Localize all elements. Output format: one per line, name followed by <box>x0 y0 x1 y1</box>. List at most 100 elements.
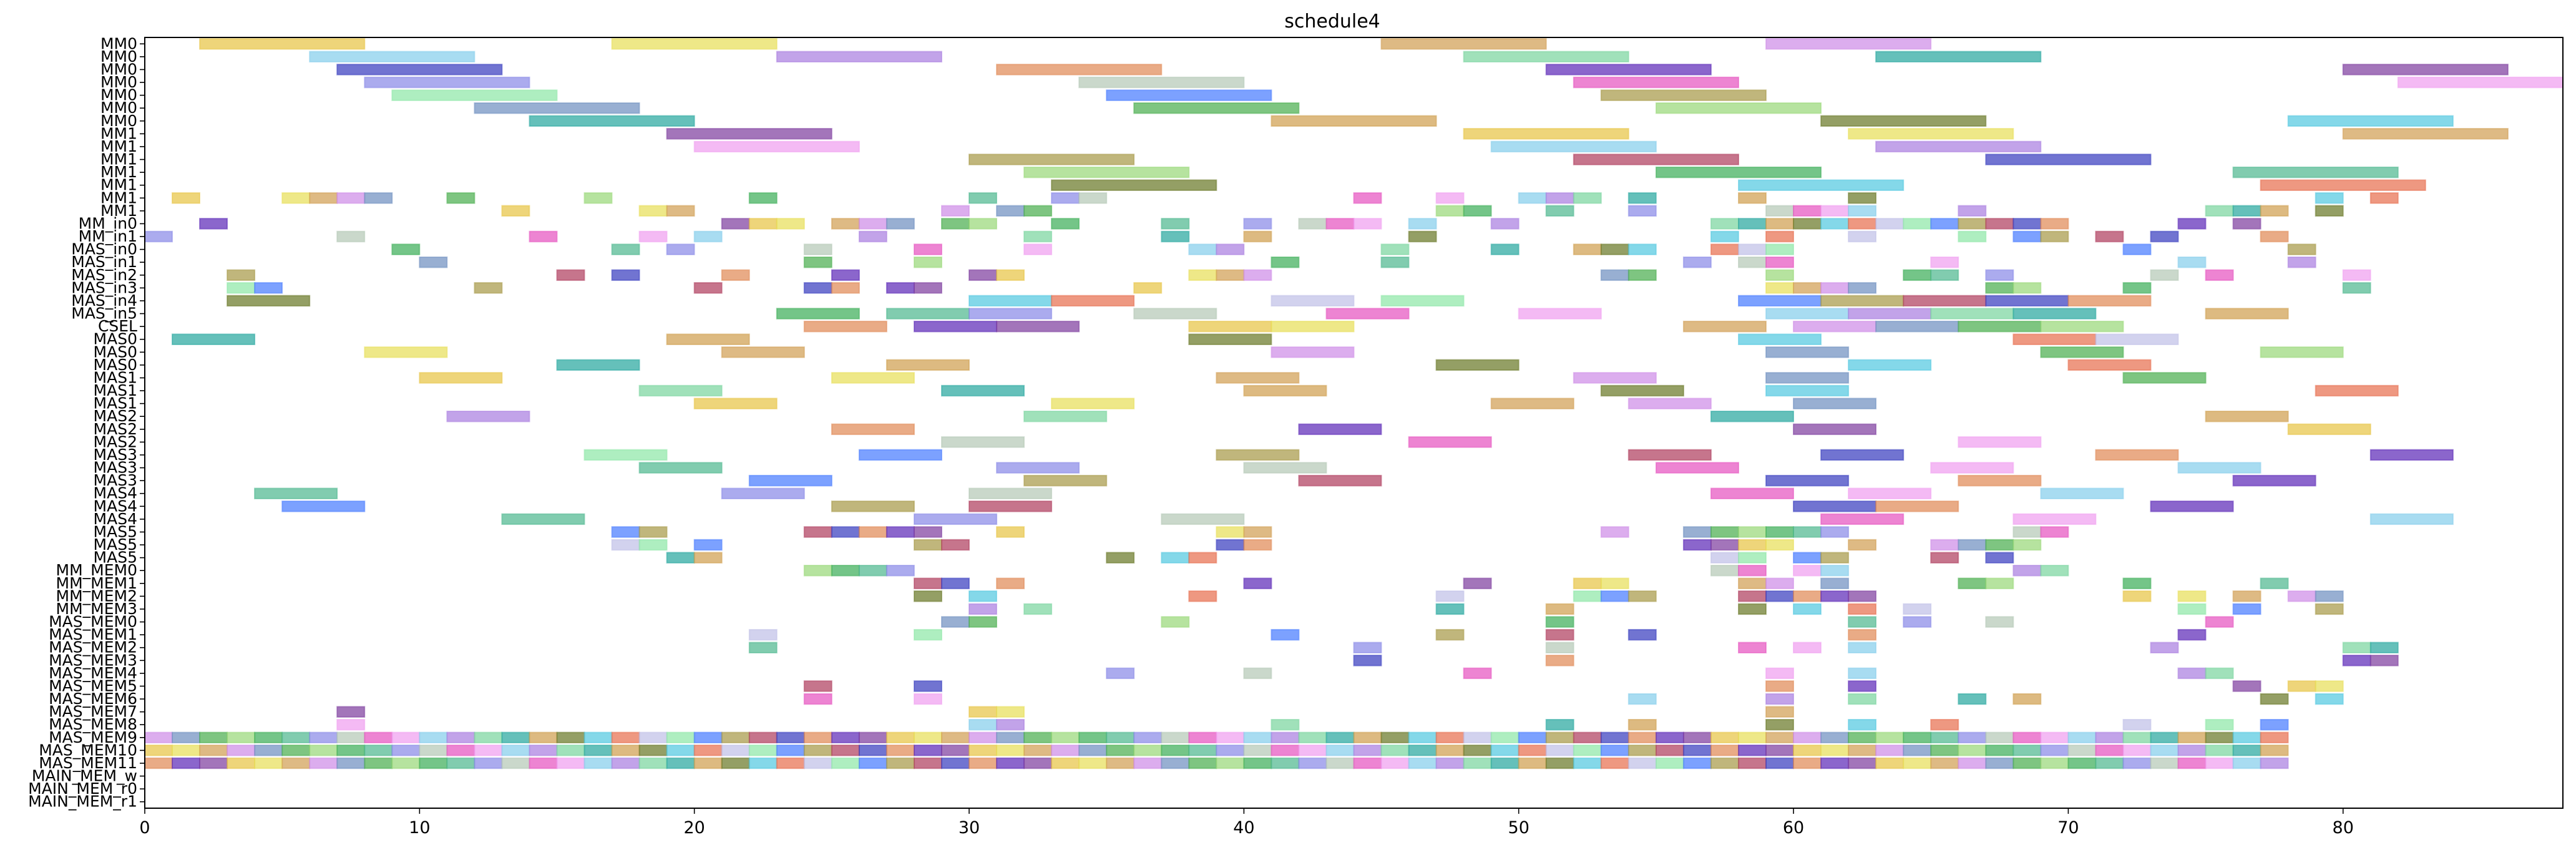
task-bar <box>1765 680 1794 692</box>
y-tick-label: MAS_MEM9 <box>49 728 137 746</box>
task-bar <box>1600 269 1629 281</box>
task-bar <box>1545 64 1712 76</box>
task-bar <box>1216 243 1245 255</box>
task-bar <box>1518 731 1547 744</box>
task-bar <box>474 102 640 114</box>
task-bar <box>2067 731 2097 744</box>
task-bar <box>941 539 970 551</box>
task-bar <box>1573 577 1602 590</box>
task-bar <box>364 346 448 358</box>
task-bar <box>281 501 366 512</box>
task-bar <box>914 731 942 744</box>
task-bar <box>914 577 942 590</box>
task-bar <box>1738 565 1767 577</box>
task-bar <box>1600 243 1629 255</box>
task-bar <box>419 256 448 268</box>
task-bar <box>2095 731 2124 744</box>
task-bar <box>1765 693 1794 705</box>
task-bar <box>1298 218 1327 230</box>
y-tick-label: MAS1 <box>94 394 137 413</box>
y-tick-label: MAIN_MEM_r1 <box>28 793 137 811</box>
x-tick-label: 70 <box>2057 818 2079 838</box>
task-bar <box>2095 449 2179 461</box>
task-bar <box>1298 757 1327 769</box>
y-tick-label: MAS_MEM1 <box>49 625 137 643</box>
task-bar <box>199 745 228 756</box>
task-bar <box>914 256 942 268</box>
task-bar <box>1243 745 1272 756</box>
task-bar <box>1903 603 1932 615</box>
task-bar <box>1243 384 1327 397</box>
task-bar <box>1325 218 1355 230</box>
task-bar <box>638 526 668 538</box>
task-bar <box>748 731 778 744</box>
task-bar <box>1985 269 2014 281</box>
task-bar <box>474 757 503 769</box>
task-bar <box>1545 192 1574 204</box>
task-bar <box>1848 539 1877 551</box>
task-bar <box>391 89 558 101</box>
task-bar <box>968 501 1053 512</box>
task-bar <box>968 192 997 204</box>
task-bar <box>2067 359 2152 371</box>
task-bar <box>391 731 421 744</box>
task-bar <box>1435 745 1465 756</box>
task-bar <box>886 757 915 769</box>
task-bar <box>1161 552 1190 564</box>
task-bar <box>336 757 366 769</box>
task-bar <box>1765 384 1850 397</box>
task-bar <box>666 757 695 769</box>
task-bar <box>1985 295 2069 307</box>
task-bar <box>1848 282 1877 294</box>
task-bar <box>2040 346 2124 358</box>
task-bar <box>1820 282 1850 294</box>
task-bar <box>968 308 1053 320</box>
task-bar <box>1738 192 1767 204</box>
task-bar <box>1903 757 1932 769</box>
task-bar <box>721 757 750 769</box>
task-bar <box>1765 230 1794 243</box>
task-bar <box>1408 757 1437 769</box>
task-bar <box>254 731 283 744</box>
task-bar <box>1848 680 1877 692</box>
task-bar <box>2177 745 2207 756</box>
task-bar <box>1106 731 1135 744</box>
task-bar <box>1243 667 1272 680</box>
task-bar <box>2012 333 2097 345</box>
task-bar <box>2342 269 2371 281</box>
task-bar <box>1023 474 1108 487</box>
task-bar <box>776 757 805 769</box>
task-bar <box>2342 128 2509 140</box>
task-bar <box>1133 282 1163 294</box>
task-bar <box>446 192 476 204</box>
task-bar <box>2287 115 2454 127</box>
task-bar <box>1820 295 1905 307</box>
task-bar <box>1903 269 1932 281</box>
task-bar <box>227 295 311 307</box>
task-bar <box>2260 719 2289 731</box>
y-tick-label: MAS2 <box>94 420 137 438</box>
task-bar <box>831 218 860 230</box>
task-bar <box>1161 513 1245 525</box>
task-bar <box>886 218 915 230</box>
x-tick-label: 20 <box>684 818 705 838</box>
task-bar <box>968 731 997 744</box>
task-bar <box>2095 757 2124 769</box>
task-bar <box>199 731 228 744</box>
task-bar <box>611 745 640 756</box>
task-bar <box>1627 757 1657 769</box>
task-bar <box>1793 642 1822 653</box>
task-bar <box>858 230 887 243</box>
task-bar <box>748 757 778 769</box>
task-bar <box>1051 192 1080 204</box>
task-bar <box>1820 577 1850 590</box>
task-bar <box>144 757 173 769</box>
task-bar <box>2012 230 2042 243</box>
task-bar <box>1216 757 1245 769</box>
task-bar <box>941 436 1025 448</box>
task-bar <box>1188 757 1217 769</box>
task-bar <box>1765 719 1794 731</box>
task-bar <box>2232 218 2261 230</box>
task-bar <box>1161 616 1190 628</box>
